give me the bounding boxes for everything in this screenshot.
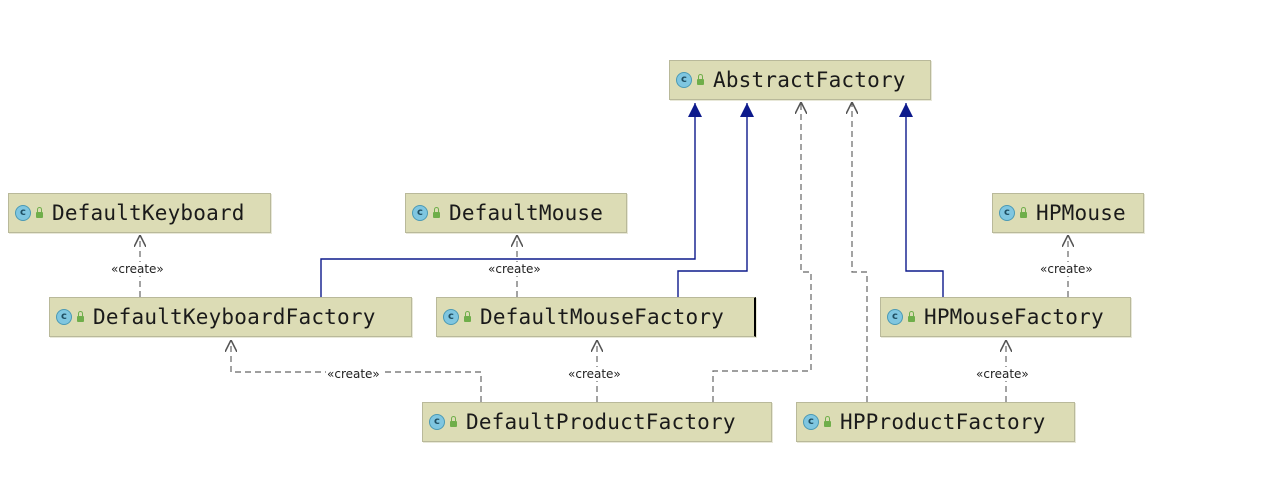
class-icon: c xyxy=(676,72,692,88)
class-name: HPMouse xyxy=(1036,201,1126,225)
class-icon: c xyxy=(999,205,1015,221)
class-icon: c xyxy=(803,414,819,430)
class-node-hpmouse[interactable]: c HPMouse xyxy=(992,193,1144,233)
stereotype-label: «create» xyxy=(110,262,165,276)
lock-icon xyxy=(36,207,43,218)
edge-hpproductfactory-extends-abstractfactory xyxy=(852,102,868,402)
class-node-defaultkeyboardfactory[interactable]: c DefaultKeyboardFactory xyxy=(49,297,412,337)
class-name: DefaultKeyboard xyxy=(52,201,245,225)
lock-icon xyxy=(908,311,915,322)
class-icon: c xyxy=(15,205,31,221)
class-node-defaultmousefactory[interactable]: c DefaultMouseFactory xyxy=(436,297,756,337)
class-icon: c xyxy=(429,414,445,430)
lock-icon xyxy=(433,207,440,218)
stereotype-label: «create» xyxy=(567,367,622,381)
lock-icon xyxy=(1020,207,1027,218)
class-name: DefaultMouseFactory xyxy=(480,305,725,329)
edge-defaultproductfactory-extends-abstractfactory xyxy=(712,102,812,402)
class-node-defaultmouse[interactable]: c DefaultMouse xyxy=(405,193,627,233)
class-name: HPProductFactory xyxy=(840,410,1046,434)
class-name: AbstractFactory xyxy=(713,68,906,92)
stereotype-label: «create» xyxy=(975,367,1030,381)
class-node-hpmousefactory[interactable]: c HPMouseFactory xyxy=(880,297,1131,337)
class-node-hpproductfactory[interactable]: c HPProductFactory xyxy=(796,402,1075,442)
class-name: DefaultKeyboardFactory xyxy=(93,305,376,329)
class-icon: c xyxy=(443,309,459,325)
edge-defaultkeyboardfactory-extends-abstractfactory xyxy=(320,103,702,297)
class-name: HPMouseFactory xyxy=(924,305,1104,329)
lock-icon xyxy=(450,416,457,427)
lock-icon xyxy=(697,74,704,85)
edge-defaultmousefactory-extends-abstractfactory xyxy=(677,103,754,297)
class-icon: c xyxy=(887,309,903,325)
class-name: DefaultProductFactory xyxy=(466,410,736,434)
lock-icon xyxy=(824,416,831,427)
stereotype-label: «create» xyxy=(487,262,542,276)
class-node-defaultkeyboard[interactable]: c DefaultKeyboard xyxy=(8,193,271,233)
class-icon: c xyxy=(412,205,428,221)
edge-hpmousefactory-extends-abstractfactory xyxy=(899,103,944,297)
stereotype-label: «create» xyxy=(1039,262,1094,276)
class-node-abstractfactory[interactable]: c AbstractFactory xyxy=(669,60,931,100)
stereotype-label: «create» xyxy=(326,367,381,381)
class-node-defaultproductfactory[interactable]: c DefaultProductFactory xyxy=(422,402,772,442)
class-icon: c xyxy=(56,309,72,325)
lock-icon xyxy=(464,311,471,322)
lock-icon xyxy=(77,311,84,322)
class-name: DefaultMouse xyxy=(449,201,604,225)
